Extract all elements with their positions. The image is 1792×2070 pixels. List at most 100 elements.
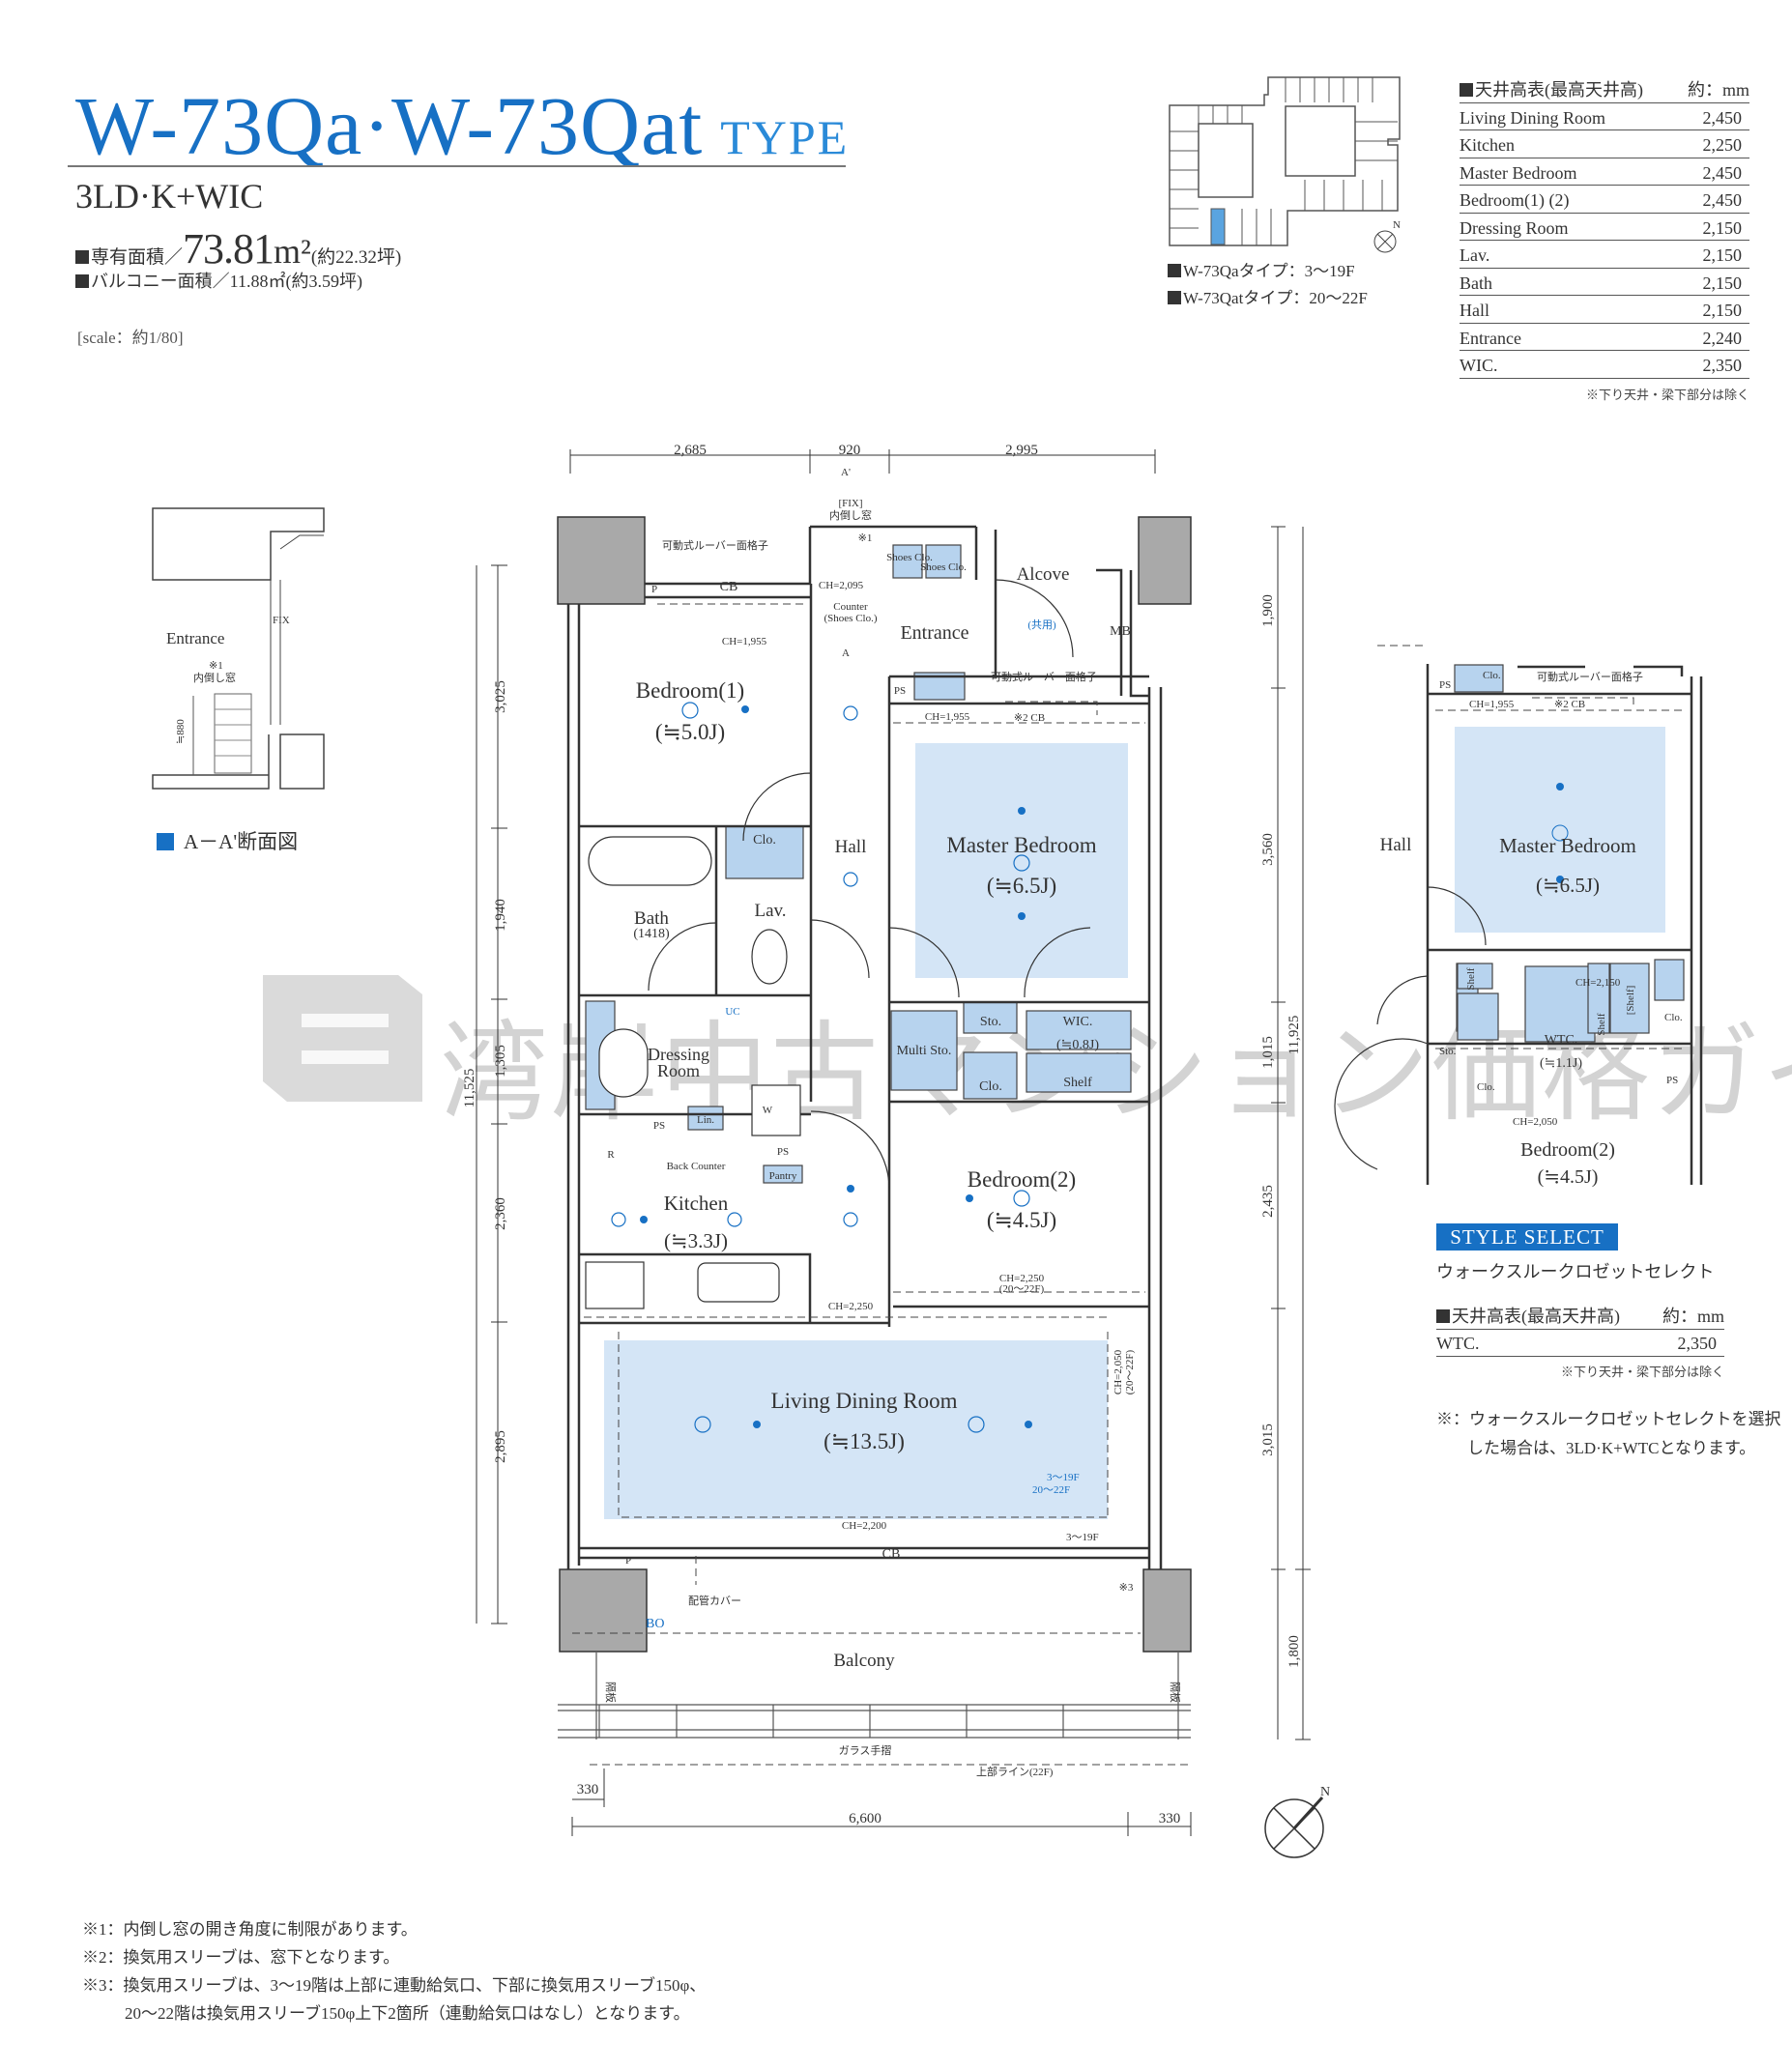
- ch-label-sub: (20〜22F): [1124, 1349, 1136, 1394]
- section-title-text: A－A'断面図: [184, 830, 299, 853]
- title-divider: [68, 165, 846, 167]
- master-bedroom-floor: [915, 743, 1128, 978]
- compass-icon: N: [1264, 1785, 1330, 1858]
- dim-right: 1,900: [1260, 594, 1276, 627]
- style-select-table: 天井高表(最高天井高)約：mm WTC.2,350 ※下り天井・梁下部分は除く: [1436, 1303, 1724, 1380]
- ch-label: CH=1,955: [722, 636, 767, 647]
- table-row: WIC.2,350: [1460, 351, 1749, 379]
- dim-top: 920: [839, 443, 861, 458]
- room-bedroom1: Bedroom(1): [636, 678, 744, 703]
- note3-label: ※3: [1119, 1582, 1134, 1594]
- room-multi-sto: Multi Sto.: [897, 1044, 952, 1058]
- room-labels: Bedroom(1) (≒5.0J) Hall Master Bedroom (…: [604, 467, 1182, 1778]
- section-title: A－A'断面図: [157, 826, 298, 855]
- fix-label: [FIX]: [838, 498, 862, 509]
- variant-clo-3: Clo.: [1483, 670, 1501, 681]
- room-kitchen: Kitchen: [664, 1192, 729, 1215]
- partition-label: 隔板: [1169, 1682, 1182, 1703]
- style-select-badge: STYLE SELECT: [1436, 1223, 1618, 1251]
- r-label: R: [607, 1149, 615, 1161]
- cb-label: CB: [720, 580, 738, 594]
- bullet-square-icon: [1460, 83, 1473, 97]
- ps-label: PS: [777, 1146, 789, 1158]
- ps-label: PS: [653, 1120, 665, 1132]
- area-label: 専有面積／: [91, 247, 184, 268]
- dim-right: 3,015: [1260, 1423, 1276, 1456]
- dashed-lines: [572, 603, 1191, 1766]
- variant-master: Master Bedroom: [1499, 834, 1636, 857]
- cb2-label: ※2 CB: [1014, 712, 1045, 724]
- remark-line: ※：ウォークスルークロゼットセレクトを選択: [1436, 1410, 1781, 1428]
- unit-highlight: [1210, 208, 1226, 245]
- washbasin: [598, 1028, 649, 1098]
- room-kitchen-size: (≒3.3J): [664, 1229, 728, 1252]
- bo-label: BO: [646, 1617, 664, 1631]
- section-window-label: 内倒し窓: [193, 671, 236, 684]
- style-select-subtitle: ウォークスルークロゼットセレクト: [1436, 1262, 1715, 1281]
- p-label: P: [651, 584, 657, 595]
- floor-range-text: W-73Qatタイプ：20〜22F: [1183, 289, 1368, 307]
- room-dressing: Dressing: [648, 1045, 709, 1064]
- dim-right-balcony: 1,800: [1286, 1635, 1302, 1668]
- area-tsubo: (約22.32坪): [310, 247, 402, 268]
- compass-icon: N: [1373, 219, 1401, 253]
- variant-shelf: Shelf: [1596, 1013, 1607, 1036]
- room-alcove: Alcove: [1017, 564, 1070, 585]
- structural-columns: [557, 516, 1192, 1653]
- closets: [585, 544, 1132, 1184]
- room-wic: WIC.: [1063, 1015, 1093, 1029]
- section-entrance-label: Entrance: [166, 629, 224, 647]
- bullet-square-icon: [1436, 1309, 1450, 1323]
- variant-ps: PS: [1666, 1075, 1678, 1086]
- variant-louver: 可動式ルーバー面格子: [1537, 670, 1643, 683]
- room-dressing-2: Room: [657, 1061, 700, 1080]
- style-select-remark: ※：ウォークスルークロゼットセレクトを選択 した場合は、3LD·K+WTCとなり…: [1436, 1405, 1781, 1463]
- floor-note: 20〜22F: [1032, 1484, 1070, 1496]
- variant-ch: CH=2,050: [1513, 1116, 1558, 1128]
- variant-bedroom2-size: (≒4.5J): [1538, 1166, 1599, 1188]
- variant-ch: CH=1,955: [1469, 699, 1515, 710]
- p-label: P: [625, 1555, 631, 1567]
- variant-plan: Hall Master Bedroom (≒6.5J) WTC. (≒1.1J)…: [1334, 645, 1703, 1188]
- section-diagram: Entrance FIX ※1 内倒し窓 ≒880: [152, 507, 325, 790]
- back-counter-label: Back Counter: [667, 1161, 726, 1172]
- room-shelf: Shelf: [1063, 1076, 1092, 1090]
- room-bath-size: (1418): [633, 927, 670, 941]
- floor-note: 3〜19F: [1066, 1532, 1099, 1543]
- floor-range-qat: W-73Qatタイプ：20〜22F: [1168, 284, 1368, 308]
- section-note1: ※1: [209, 660, 223, 672]
- table-note: ※下り天井・梁下部分は除く: [1560, 1365, 1724, 1379]
- room-lav: Lav.: [754, 901, 786, 921]
- partition-label: 隔板: [604, 1682, 618, 1703]
- bullet-square-icon: [75, 250, 89, 264]
- room-shoes-clo: Shoes Clo.: [886, 552, 933, 563]
- table-row: WTC.2,350: [1436, 1330, 1724, 1357]
- dim-left: 3,025: [493, 680, 508, 713]
- table-unit: 約：mm: [1687, 80, 1749, 100]
- toilet: [751, 929, 788, 985]
- variant-shelf-2: [Shelf]: [1625, 986, 1636, 1016]
- room-master-size: (≒6.5J): [987, 874, 1056, 898]
- variant-hall: Hall: [1380, 835, 1412, 855]
- scale-note: [scale：約1/80]: [77, 329, 184, 347]
- footnote: 20〜22階は換気用スリーブ150φ上下2箇所（連動給気口はなし）となります。: [125, 2004, 690, 2023]
- room-master-bedroom: Master Bedroom: [946, 833, 1096, 857]
- bathtub: [588, 836, 712, 886]
- section-fix-label: FIX: [273, 615, 290, 626]
- room-hall: Hall: [835, 837, 867, 857]
- counter-label: Counter: [833, 601, 868, 613]
- variant-cb: ※2 CB: [1554, 699, 1585, 710]
- variant-shelf-3: Shelf: [1465, 967, 1477, 991]
- type-suffix: TYPE: [720, 110, 850, 164]
- dim-top: 2,685: [674, 443, 707, 458]
- table-header: 天井高表(最高天井高)約：mm: [1436, 1303, 1724, 1330]
- dim-right: 1,015: [1260, 1036, 1276, 1069]
- downlights: [611, 702, 1030, 1433]
- dim-left: 2,360: [493, 1197, 508, 1230]
